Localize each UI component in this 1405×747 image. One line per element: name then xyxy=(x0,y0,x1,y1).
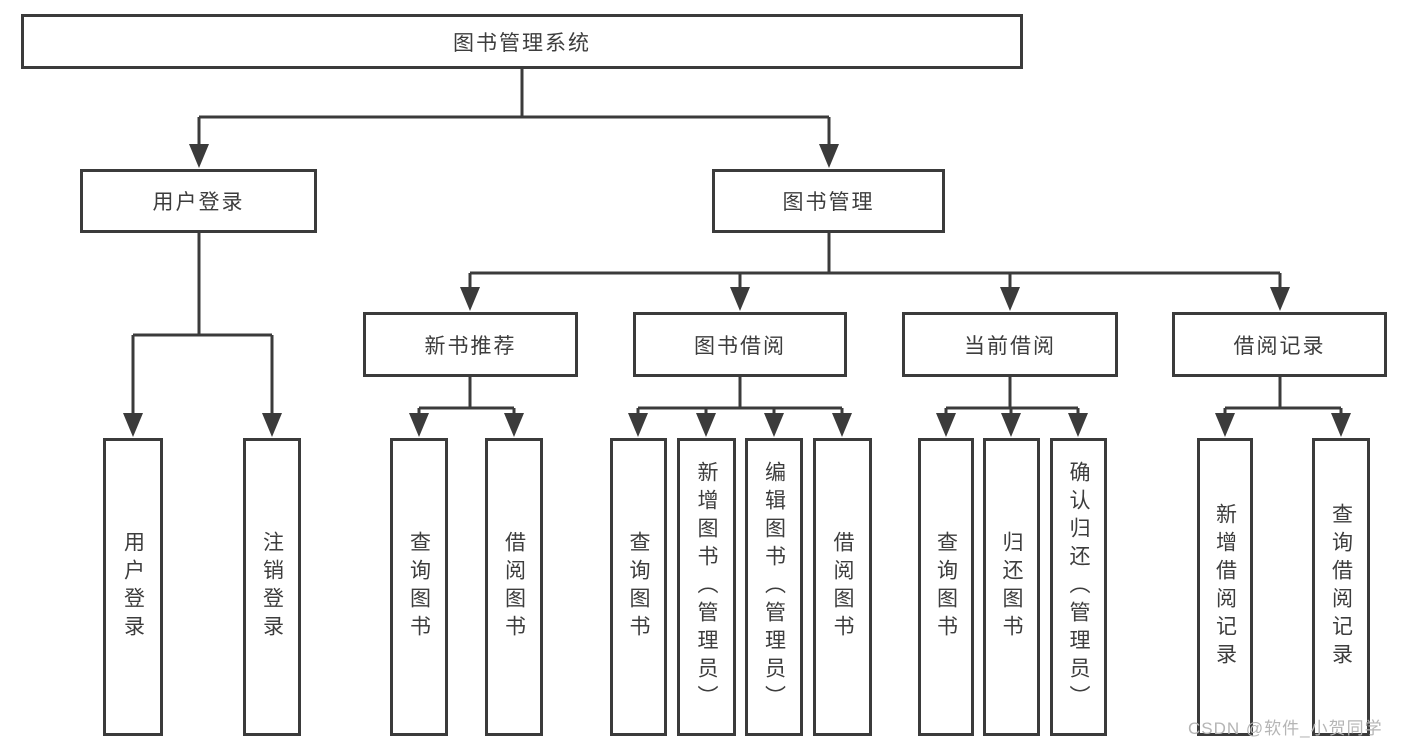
node-label: 图书借阅 xyxy=(694,334,786,358)
arrowhead xyxy=(764,413,784,437)
arrowhead xyxy=(409,413,429,437)
node-current-borrow: 当前借阅 xyxy=(902,312,1118,377)
arrowhead xyxy=(696,413,716,437)
node-leaf-query-book-3: 查询图书 xyxy=(918,438,974,736)
node-label: 用户登录 xyxy=(152,191,245,214)
arrowhead xyxy=(262,413,282,437)
arrowhead xyxy=(819,144,839,168)
node-leaf-add-book: 新增图书（管理员） xyxy=(677,438,736,736)
node-leaf-confirm-return: 确认归还（管理员） xyxy=(1050,438,1107,736)
arrowhead xyxy=(1000,287,1020,311)
connector-root-to-level2 xyxy=(197,69,831,150)
arrowhead xyxy=(730,287,750,311)
node-leaf-return-book: 归还图书 xyxy=(983,438,1040,736)
connector-user-login-to-leaves xyxy=(131,233,274,418)
node-new-book-rec: 新书推荐 xyxy=(363,312,578,377)
node-label: 新书推荐 xyxy=(424,334,517,358)
node-leaf-query-book-1: 查询图书 xyxy=(390,438,448,736)
connector-current-borrow-to-leaves xyxy=(944,377,1080,420)
watermark: CSDN @软件_小贺同学 xyxy=(1188,719,1383,738)
node-leaf-logout: 注销登录 xyxy=(243,438,301,736)
node-borrow-records: 借阅记录 xyxy=(1172,312,1387,377)
node-label: 当前借阅 xyxy=(964,334,1056,358)
arrowhead xyxy=(123,413,143,437)
node-leaf-edit-book: 编辑图书（管理员） xyxy=(745,438,803,736)
node-label: 注销登录 xyxy=(260,531,284,643)
node-label: 图书管理 xyxy=(782,191,875,214)
node-root: 图书管理系统 xyxy=(21,14,1023,69)
node-label: 图书管理系统 xyxy=(453,31,591,55)
arrowhead xyxy=(504,413,524,437)
node-label: 借阅记录 xyxy=(1233,334,1326,358)
node-label: 确认归还（管理员） xyxy=(1067,461,1090,713)
node-leaf-query-borrow-record: 查询借阅记录 xyxy=(1312,438,1370,736)
node-label: 归还图书 xyxy=(1000,531,1023,643)
arrowhead xyxy=(189,144,209,168)
node-label: 查询借阅记录 xyxy=(1329,503,1353,671)
arrowhead xyxy=(1068,413,1088,437)
node-label: 查询图书 xyxy=(627,531,650,643)
node-leaf-add-borrow-record: 新增借阅记录 xyxy=(1197,438,1253,736)
arrowhead xyxy=(832,413,852,437)
connector-book-mgmt-to-level3 xyxy=(468,233,1282,292)
node-label: 编辑图书（管理员） xyxy=(762,461,786,713)
connector-new-book-to-leaves xyxy=(417,377,516,420)
node-leaf-borrow-book-1: 借阅图书 xyxy=(485,438,543,736)
node-label: 查询图书 xyxy=(407,531,431,643)
arrowhead xyxy=(628,413,648,437)
arrowhead xyxy=(1001,413,1021,437)
node-label: 借阅图书 xyxy=(831,531,854,643)
node-book-borrow: 图书借阅 xyxy=(633,312,847,377)
arrowhead xyxy=(460,287,480,311)
arrowhead xyxy=(1215,413,1235,437)
arrowhead xyxy=(1331,413,1351,437)
node-label: 新增图书（管理员） xyxy=(695,461,718,713)
node-book-mgmt: 图书管理 xyxy=(712,169,945,233)
arrowhead xyxy=(936,413,956,437)
node-label: 借阅图书 xyxy=(502,531,526,643)
connector-borrow-records-to-leaves xyxy=(1223,377,1343,420)
node-label: 新增借阅记录 xyxy=(1213,503,1237,671)
node-label: 用户登录 xyxy=(121,531,145,643)
node-leaf-query-book-2: 查询图书 xyxy=(610,438,667,736)
node-user-login: 用户登录 xyxy=(80,169,317,233)
node-leaf-user-login: 用户登录 xyxy=(103,438,163,736)
connector-book-borrow-to-leaves xyxy=(636,377,844,420)
node-leaf-borrow-book-2: 借阅图书 xyxy=(813,438,872,736)
node-label: 查询图书 xyxy=(934,531,958,643)
arrowhead xyxy=(1270,287,1290,311)
